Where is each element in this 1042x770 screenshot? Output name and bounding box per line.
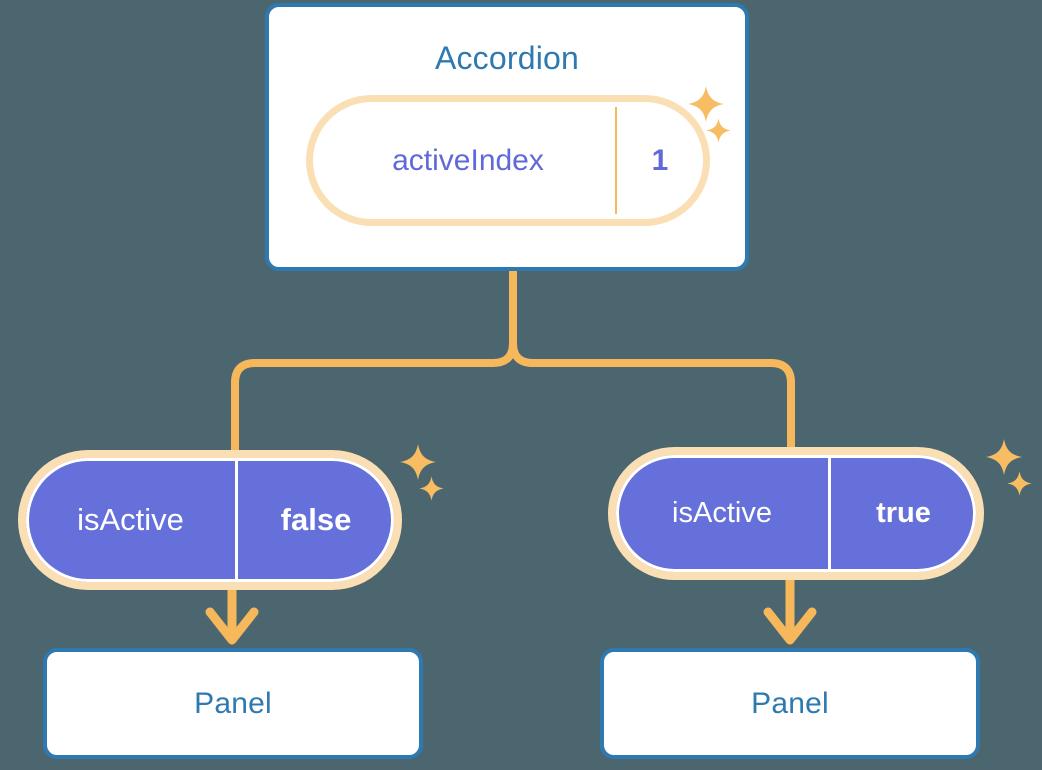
tree-connector-path (231, 268, 517, 454)
right-prop-value: true (876, 497, 931, 529)
left-prop-divider (235, 458, 238, 582)
sparkle-icon (986, 439, 1022, 475)
left-prop-value: false (280, 502, 352, 537)
accordion-state-name: activeIndex (392, 143, 544, 177)
left-prop-pill[interactable]: isActive false (26, 458, 394, 582)
accordion-state-divider (615, 107, 617, 214)
panel-right-title: Panel (751, 686, 829, 720)
right-prop-pill[interactable]: isActive true (616, 455, 976, 572)
tree-connector-path-right (509, 339, 795, 451)
panel-left-box[interactable]: Panel (43, 648, 423, 759)
sparkle-icon (400, 444, 436, 480)
left-prop-name: isActive (77, 502, 184, 537)
right-prop-divider (828, 455, 831, 572)
arrow-head-left (205, 607, 259, 645)
panel-left-title: Panel (194, 686, 272, 720)
accordion-title: Accordion (434, 40, 580, 76)
right-prop-name: isActive (672, 497, 772, 529)
sparkle-icon-small (419, 476, 444, 501)
accordion-state-value: 1 (651, 143, 669, 177)
sparkle-icon-small (1007, 471, 1032, 496)
panel-right-box[interactable]: Panel (600, 648, 980, 759)
accordion-state-pill[interactable]: activeIndex 1 (313, 102, 703, 219)
arrow-head-right (763, 607, 817, 645)
